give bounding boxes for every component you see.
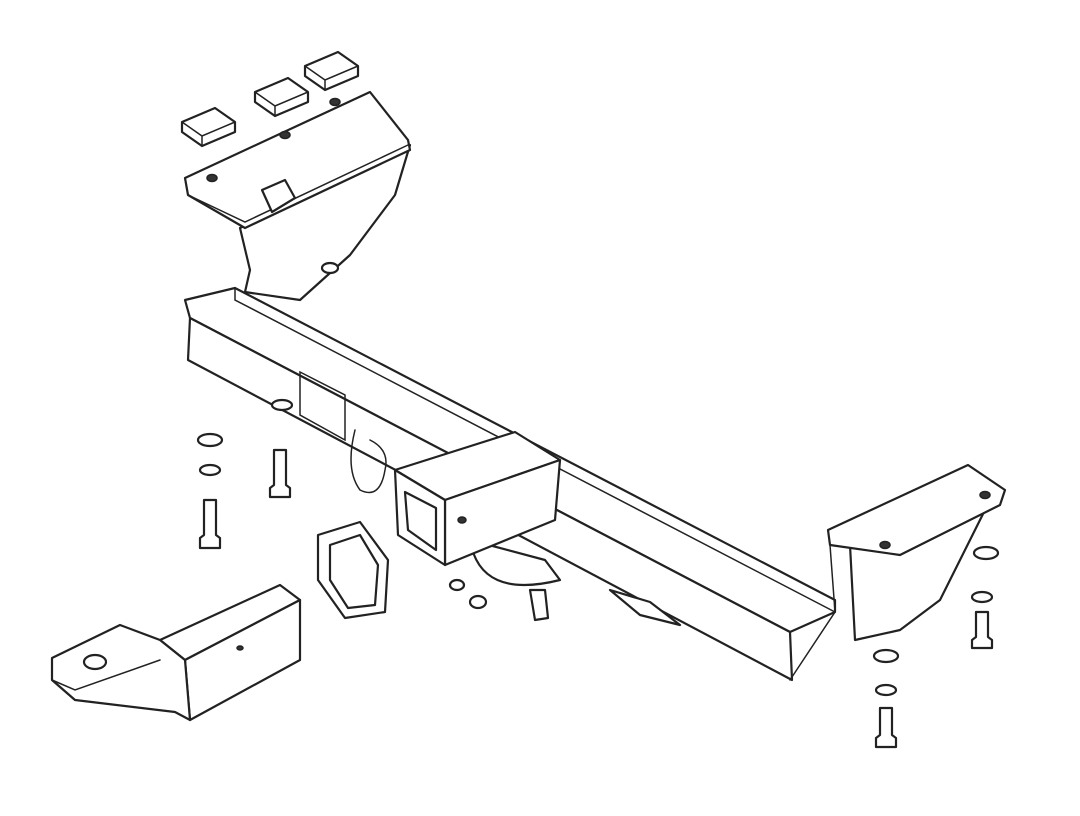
safety-chain-loop: [350, 429, 387, 494]
bolt: [268, 448, 292, 499]
left-mounting-bracket: [183, 90, 412, 302]
receiver-tube: [393, 430, 562, 622]
receiver-cover-cap: [316, 520, 390, 620]
spacer-pad: [303, 50, 360, 92]
lock-washer: [874, 683, 898, 697]
spacer-pad: [253, 76, 310, 118]
bolt: [874, 706, 898, 749]
lock-washer: [198, 463, 222, 477]
spacer-pads: [180, 50, 360, 148]
washer: [972, 545, 1000, 561]
right-mounting-bracket: [789, 463, 1007, 681]
fasteners: [196, 432, 1000, 749]
hitch-pin: [448, 578, 488, 610]
lock-washer: [970, 590, 994, 604]
ball-mount: [50, 583, 302, 722]
bolt: [970, 610, 994, 650]
washer: [196, 432, 224, 448]
bolt: [198, 498, 222, 550]
spacer-pad: [180, 106, 237, 148]
washer: [872, 648, 900, 664]
